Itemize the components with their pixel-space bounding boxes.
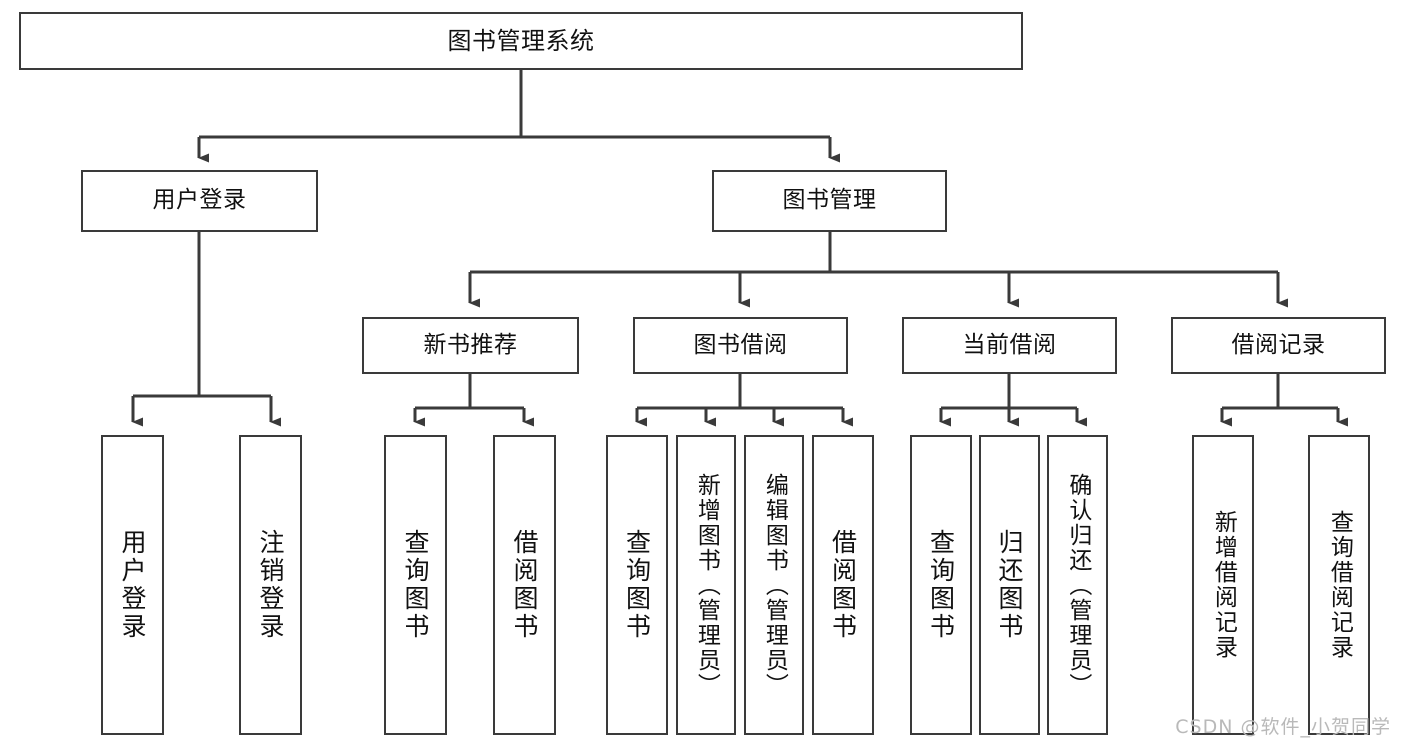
node-book-manage[interactable]: 图书管理 — [712, 170, 947, 232]
node-current-borrow[interactable]: 当前借阅 — [902, 317, 1117, 374]
node-book-borrow[interactable]: 图书借阅 — [633, 317, 848, 374]
node-leaf-logout[interactable]: 注销登录 — [239, 435, 302, 735]
node-label: 编辑图书（管理员） — [761, 472, 788, 698]
node-label: 注销登录 — [256, 529, 285, 641]
node-label: 图书管理系统 — [447, 26, 595, 55]
node-label: 借阅记录 — [1231, 331, 1326, 358]
node-leaf-add-book[interactable]: 新增图书（管理员） — [676, 435, 736, 735]
node-leaf-query-record[interactable]: 查询借阅记录 — [1308, 435, 1370, 735]
node-label: 新增借阅记录 — [1210, 510, 1237, 660]
node-leaf-edit-book[interactable]: 编辑图书（管理员） — [744, 435, 804, 735]
node-leaf-confirm-return[interactable]: 确认归还（管理员） — [1047, 435, 1108, 735]
node-label: 查询图书 — [401, 529, 430, 641]
node-leaf-query-book-3[interactable]: 查询图书 — [910, 435, 972, 735]
node-label: 用户登录 — [152, 187, 247, 214]
node-leaf-query-book-1[interactable]: 查询图书 — [384, 435, 447, 735]
node-leaf-return-book[interactable]: 归还图书 — [979, 435, 1040, 735]
node-label: 图书借阅 — [693, 331, 788, 358]
node-leaf-borrow-book-1[interactable]: 借阅图书 — [493, 435, 556, 735]
node-label: 图书管理 — [782, 187, 877, 214]
node-leaf-borrow-book-2[interactable]: 借阅图书 — [812, 435, 874, 735]
node-label: 查询借阅记录 — [1326, 510, 1353, 660]
node-leaf-add-record[interactable]: 新增借阅记录 — [1192, 435, 1254, 735]
node-label: 借阅图书 — [510, 529, 539, 641]
node-borrow-record[interactable]: 借阅记录 — [1171, 317, 1386, 374]
node-label: 用户登录 — [118, 529, 147, 641]
node-label: 新增图书（管理员） — [693, 472, 720, 698]
watermark-text: CSDN @软件_小贺同学 — [1175, 716, 1391, 738]
node-label: 确认归还（管理员） — [1064, 472, 1091, 698]
node-user-login[interactable]: 用户登录 — [81, 170, 318, 232]
node-label: 借阅图书 — [828, 529, 858, 641]
node-label: 归还图书 — [995, 529, 1024, 641]
node-label: 查询图书 — [926, 529, 956, 641]
node-label: 当前借阅 — [962, 331, 1057, 358]
node-root-book-management-system[interactable]: 图书管理系统 — [19, 12, 1023, 70]
node-leaf-query-book-2[interactable]: 查询图书 — [606, 435, 668, 735]
node-label: 查询图书 — [622, 529, 652, 641]
node-new-book-recommend[interactable]: 新书推荐 — [362, 317, 579, 374]
node-leaf-user-login[interactable]: 用户登录 — [101, 435, 164, 735]
node-label: 新书推荐 — [423, 331, 518, 358]
